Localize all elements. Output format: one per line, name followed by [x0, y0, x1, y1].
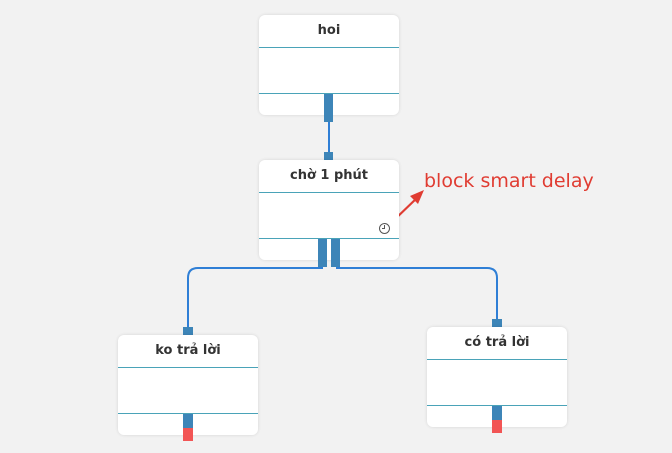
node-cho-1-phut[interactable]: chờ 1 phút: [259, 160, 399, 260]
node-title: có trả lời: [464, 335, 530, 350]
end-port[interactable]: [492, 420, 502, 433]
input-port[interactable]: [324, 152, 333, 166]
node-title: hoi: [317, 23, 341, 38]
annotation-label: block smart delay: [424, 170, 594, 192]
output-port[interactable]: [324, 94, 333, 122]
divider: [427, 359, 567, 360]
connector-cho-to-co: [336, 267, 498, 319]
divider: [118, 413, 258, 414]
input-port[interactable]: [492, 319, 502, 333]
output-port-no-reply[interactable]: [318, 239, 327, 267]
output-port[interactable]: [492, 406, 502, 420]
divider: [259, 93, 399, 94]
divider: [259, 238, 399, 239]
divider: [259, 47, 399, 48]
divider: [427, 405, 567, 406]
divider: [259, 192, 399, 193]
end-port[interactable]: [183, 428, 193, 441]
output-port[interactable]: [183, 414, 193, 428]
clock-icon: [379, 223, 390, 234]
annotation-arrowhead: [410, 190, 424, 204]
divider: [118, 367, 258, 368]
input-port[interactable]: [183, 327, 193, 341]
node-title: chờ 1 phút: [289, 168, 369, 183]
connector-cho-to-ko: [187, 267, 323, 327]
output-port-reply[interactable]: [331, 239, 340, 267]
node-title: ko trả lời: [155, 343, 221, 358]
